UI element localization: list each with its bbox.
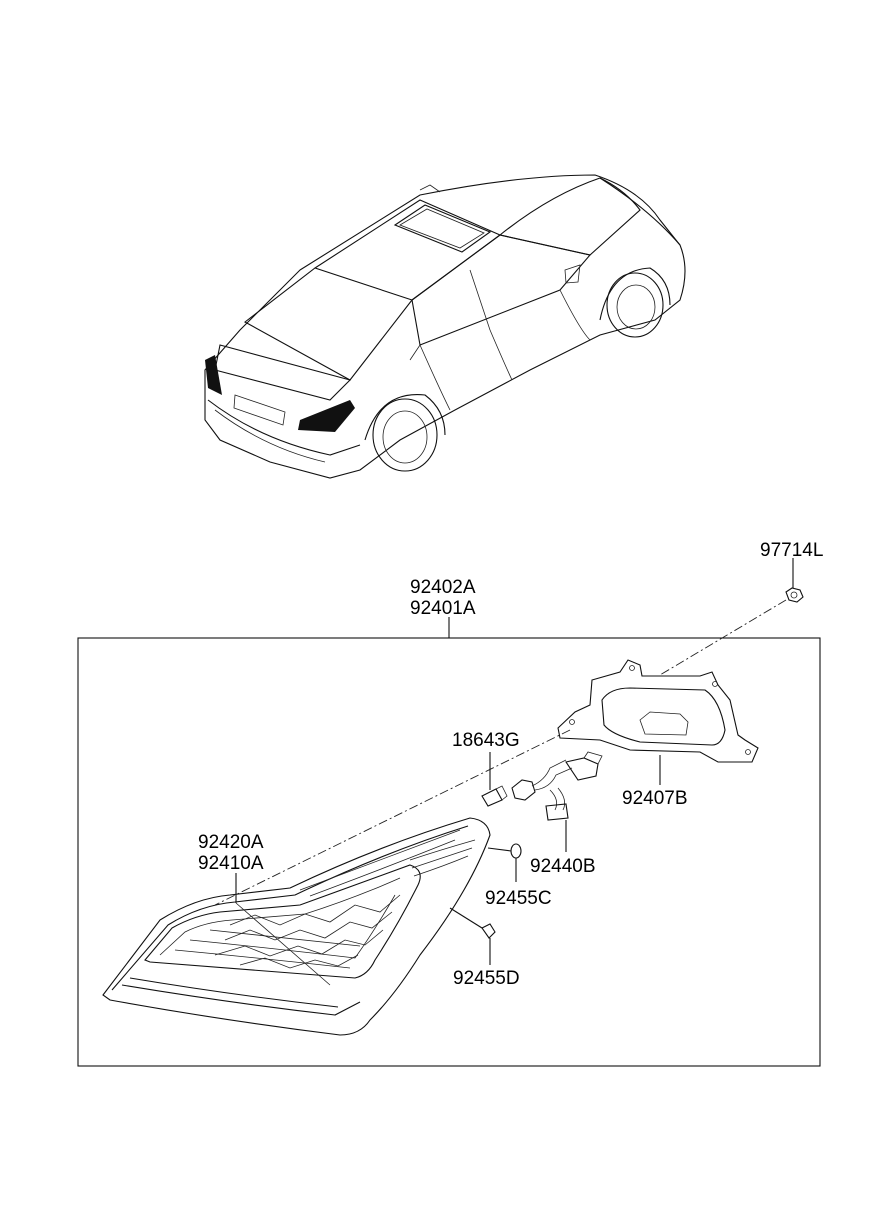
clip-92455C <box>487 843 522 882</box>
label-clip-92455D: 92455D <box>453 968 520 989</box>
label-assembly-92401A: 92401A <box>410 598 476 619</box>
assembly-frame <box>77 637 821 1067</box>
label-socket-92440B: 92440B <box>530 856 596 877</box>
clip-92455D <box>449 907 496 965</box>
label-clip-92455C: 92455C <box>485 888 552 909</box>
label-nut-97714L: 97714L <box>760 540 823 561</box>
label-lens-92420A: 92420A <box>198 832 264 853</box>
socket-wiring-92440B <box>511 751 603 852</box>
car-illustration <box>204 174 686 479</box>
label-lens-92410A: 92410A <box>198 853 264 874</box>
bulb-18643G <box>481 752 508 807</box>
tail-lamp-lens <box>102 817 491 1036</box>
label-gasket-92407B: 92407B <box>622 788 688 809</box>
label-bulb-18643G: 18643G <box>452 730 520 751</box>
nut-97714L <box>785 558 804 603</box>
gasket-92407B <box>557 659 759 785</box>
label-assembly-92402A: 92402A <box>410 577 476 598</box>
